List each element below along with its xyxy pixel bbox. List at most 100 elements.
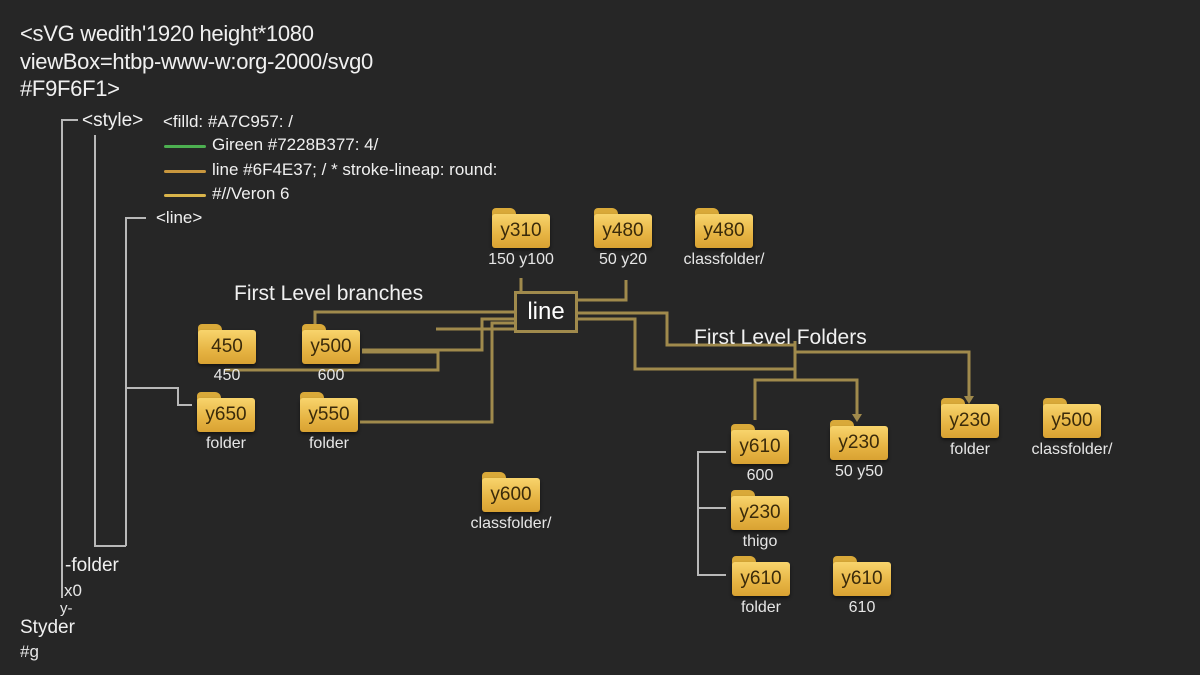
green-swatch-icon: [164, 145, 206, 148]
folder-caption: folder: [308, 435, 350, 452]
folder-icon[interactable]: y650: [197, 392, 255, 432]
hub-label: line: [527, 298, 565, 325]
wire-y500-right: [362, 317, 514, 352]
folder-body: y480: [695, 214, 753, 248]
folder-caption: thigo: [742, 533, 778, 550]
folder-caption: 150 y100: [488, 251, 554, 268]
folder-icon[interactable]: y610: [732, 556, 790, 596]
folder-label: -folder: [65, 555, 119, 576]
folder-label: y550: [308, 404, 350, 425]
folder-body: y610: [731, 430, 789, 464]
folder-tab: [833, 556, 857, 566]
x0-label: x0: [64, 581, 82, 600]
folder-caption: 600: [746, 467, 774, 484]
folder-caption: 610: [848, 599, 876, 616]
wire-y550: [360, 321, 514, 424]
folder-tab: [732, 556, 756, 566]
folder-body: y480: [594, 214, 652, 248]
section-title-branches: First Level branches: [234, 282, 424, 305]
folder-label: y610: [841, 568, 883, 589]
svg-header-line-2: viewBox=htbp-www-w:org-2000/svg0: [20, 49, 373, 74]
folder-icon[interactable]: y480: [594, 208, 652, 248]
folder-label: y310: [500, 220, 542, 241]
folder-icon[interactable]: y600: [482, 472, 540, 512]
folder-tab: [594, 208, 618, 218]
folder-caption: 50 y50: [834, 463, 884, 480]
tree-line-outer: [61, 119, 78, 598]
folder-tab: [731, 424, 755, 434]
line-tag: <line>: [156, 208, 203, 227]
folder-tab: [197, 392, 221, 402]
wire-y500-top: [313, 310, 514, 325]
folder-label: y480: [602, 220, 644, 241]
style-tag: <style>: [82, 110, 144, 131]
folder-icon[interactable]: y230: [830, 420, 888, 460]
tree-line-right: [697, 451, 726, 576]
folder-icon[interactable]: 450: [198, 324, 256, 364]
folder-icon[interactable]: y550: [300, 392, 358, 432]
style-rule-3: #//Veron 6: [212, 184, 290, 203]
folder-body: y610: [833, 562, 891, 596]
folder-body: y610: [732, 562, 790, 596]
folder-icon[interactable]: y480: [695, 208, 753, 248]
section-title-folders: First Level Folders: [694, 326, 867, 349]
folder-body: y600: [482, 478, 540, 512]
folder-body: y230: [731, 496, 789, 530]
folder-caption: classfolder/: [470, 515, 552, 532]
styder-label: Styder: [20, 617, 75, 638]
folder-caption: 600: [317, 367, 345, 384]
folder-caption: 450: [213, 367, 241, 384]
hub-line-box: line: [514, 291, 578, 333]
wire-hub-right2: [578, 317, 795, 371]
tree-line-branch: [126, 387, 192, 406]
folder-body: y650: [197, 398, 255, 432]
style-rule-2: line #6F4E37; / * stroke-lineap: round:: [212, 160, 498, 179]
g-label: #g: [20, 642, 39, 661]
brown-swatch-icon: [164, 170, 206, 173]
folder-caption: folder: [740, 599, 782, 616]
folder-body: y310: [492, 214, 550, 248]
folder-tab: [695, 208, 719, 218]
folder-tab: [198, 324, 222, 334]
folder-caption: folder: [205, 435, 247, 452]
folder-tab: [302, 324, 326, 334]
wire-hub-right1: [578, 311, 795, 347]
folder-body: y550: [300, 398, 358, 432]
folder-caption: classfolder/: [1031, 441, 1113, 458]
arrow-head: [852, 414, 862, 422]
folder-label: y610: [739, 436, 781, 457]
folder-icon[interactable]: y500: [1043, 398, 1101, 438]
gold-swatch-icon: [164, 194, 206, 197]
folder-tab: [492, 208, 516, 218]
wire-split: [753, 378, 859, 420]
folder-icon[interactable]: y230: [731, 490, 789, 530]
folder-icon[interactable]: y310: [492, 208, 550, 248]
folder-tab: [830, 420, 854, 430]
folder-icon[interactable]: y610: [833, 556, 891, 596]
folder-caption: classfolder/: [683, 251, 765, 268]
folder-tab: [300, 392, 324, 402]
wire-450: [225, 350, 440, 372]
folder-icon[interactable]: y230: [941, 398, 999, 438]
style-rule-1: Gireen #7228B377: 4/: [212, 135, 379, 154]
folder-body: 450: [198, 330, 256, 364]
folder-body: y230: [830, 426, 888, 460]
wire-to-y230-right: [795, 350, 971, 398]
folder-icon[interactable]: y610: [731, 424, 789, 464]
tree-line-style: [94, 135, 126, 547]
svg-header-line-1: <sVG wedith'1920 height*1080: [20, 21, 314, 46]
folder-tab: [941, 398, 965, 408]
folder-label: y480: [703, 220, 745, 241]
folder-label: y600: [490, 484, 532, 505]
folder-tab: [482, 472, 506, 482]
tree-line-inner: [125, 217, 146, 546]
folder-tab: [1043, 398, 1067, 408]
folder-label: y500: [1051, 410, 1093, 431]
arrow-head: [964, 396, 974, 404]
folder-label: 450: [211, 336, 243, 357]
folder-label: y230: [949, 410, 991, 431]
folder-tab: [731, 490, 755, 500]
folder-icon[interactable]: y500: [302, 324, 360, 364]
folder-label: y500: [310, 336, 352, 357]
